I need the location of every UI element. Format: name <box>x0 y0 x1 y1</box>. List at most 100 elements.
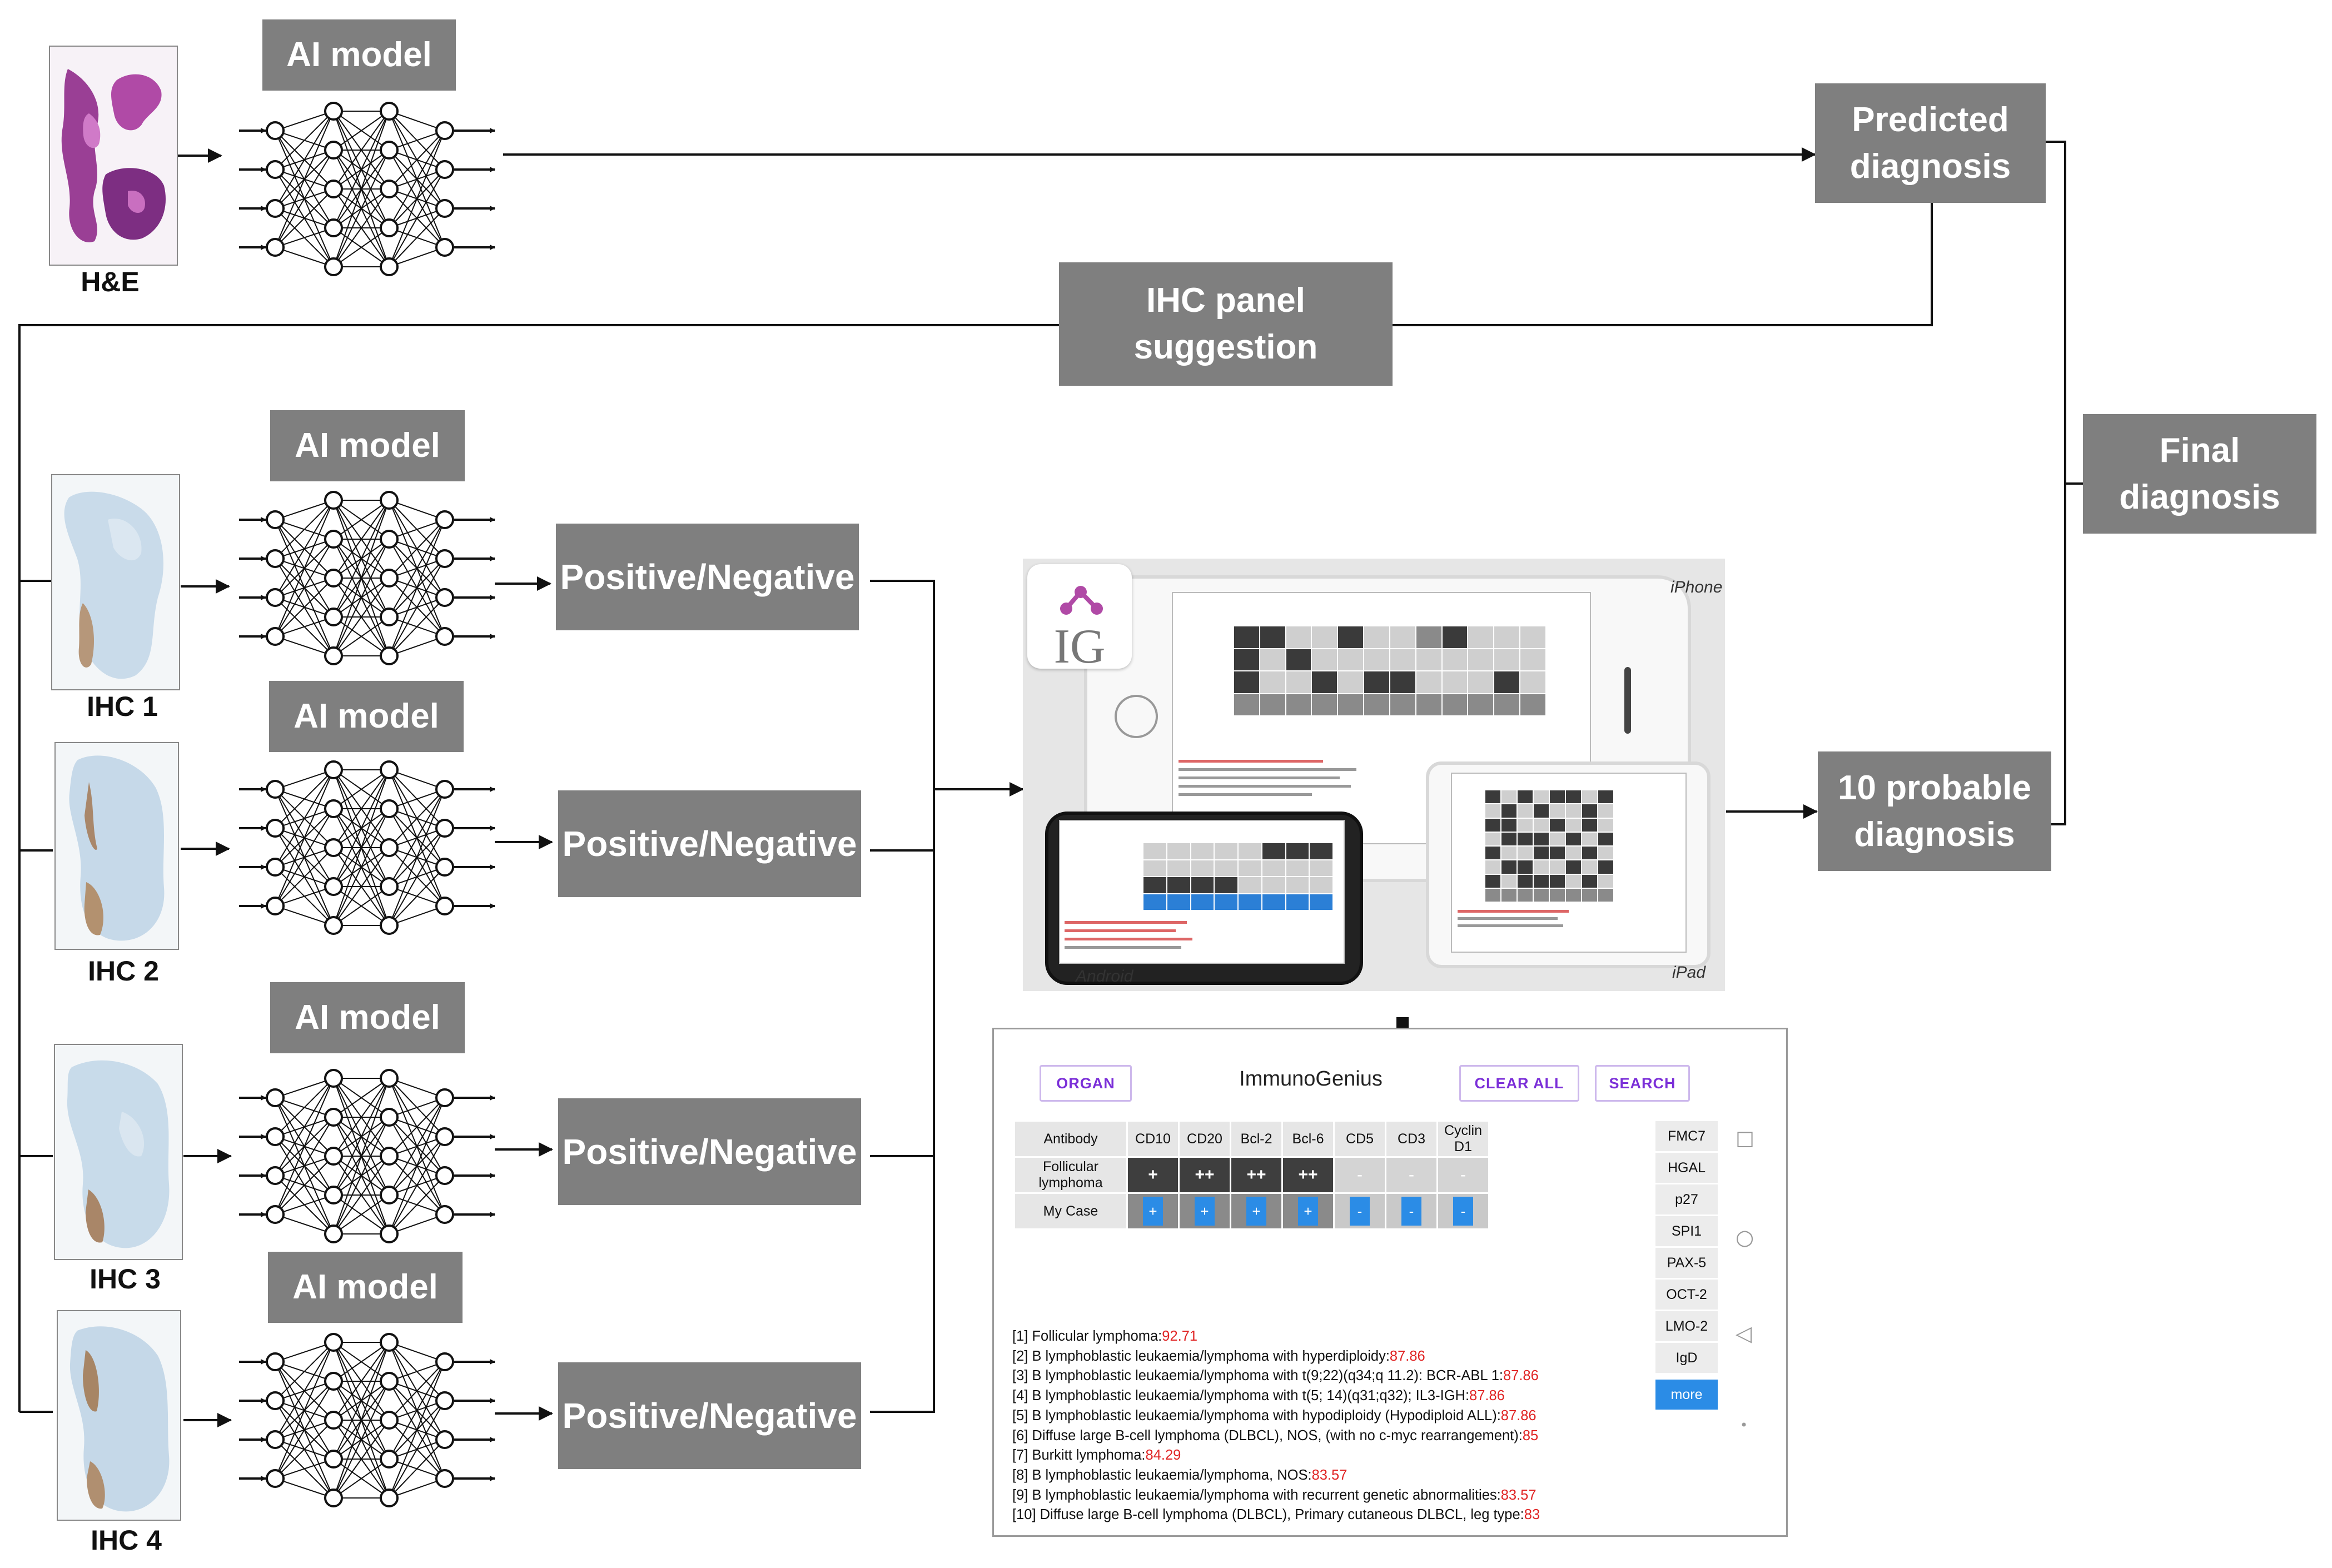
neuron-node <box>435 238 454 257</box>
expression-cell[interactable]: + <box>1128 1158 1178 1192</box>
antibody-item[interactable]: IgD <box>1655 1343 1718 1373</box>
search-button[interactable]: SEARCH <box>1595 1065 1690 1102</box>
neuron-node <box>266 1127 285 1146</box>
result-item[interactable]: [10] Diffuse large B-cell lymphoma (DLBC… <box>1012 1505 1540 1525</box>
neuron-node <box>266 238 285 257</box>
neuron-node <box>266 1391 285 1410</box>
table-header-cell: CD3 <box>1386 1122 1436 1156</box>
antibody-item[interactable]: OCT-2 <box>1655 1280 1718 1310</box>
neuron-node <box>324 1333 343 1352</box>
he-ai-model-label: AI model <box>286 36 432 74</box>
result-item[interactable]: [2] B lymphoblastic leukaemia/lymphoma w… <box>1012 1347 1540 1367</box>
positive-negative-box: Positive/Negative <box>556 524 859 630</box>
expression-cell[interactable]: ++ <box>1180 1158 1230 1192</box>
neuron-node <box>324 877 343 896</box>
neuron-node <box>266 1352 285 1371</box>
result-text: [7] Burkitt lymphoma: <box>1012 1447 1146 1464</box>
neuron-node <box>435 819 454 838</box>
organ-button[interactable]: ORGAN <box>1040 1065 1132 1102</box>
clear-all-button[interactable]: CLEAR ALL <box>1459 1065 1579 1102</box>
neuron-node <box>380 180 399 198</box>
table-row: Follicular lymphoma + ++ ++ ++ - - - <box>1015 1158 1488 1192</box>
my-case-cell[interactable]: - <box>1438 1194 1488 1228</box>
neuron-node <box>380 1108 399 1127</box>
antibody-item[interactable]: SPI1 <box>1655 1216 1718 1246</box>
result-text: [6] Diffuse large B-cell lymphoma (DLBCL… <box>1012 1427 1523 1443</box>
logo-text: IG <box>1053 620 1106 674</box>
neuron-node <box>435 1088 454 1107</box>
my-case-cell[interactable]: - <box>1335 1194 1385 1228</box>
ihc-slide-label: IHC 3 <box>89 1263 161 1295</box>
expression-cell[interactable]: ++ <box>1283 1158 1333 1192</box>
expression-cell[interactable]: ++ <box>1231 1158 1281 1192</box>
expression-cell[interactable]: - <box>1335 1158 1385 1192</box>
my-case-cell[interactable]: + <box>1231 1194 1281 1228</box>
neuron-node <box>324 608 343 626</box>
neuron-node <box>324 530 343 549</box>
result-item[interactable]: [8] B lymphoblastic leukaemia/lymphoma, … <box>1012 1466 1540 1486</box>
result-score: 83 <box>1524 1507 1540 1523</box>
predicted-diagnosis-box: Predicted diagnosis <box>1815 83 2046 203</box>
he-tissue-graphic <box>61 69 166 242</box>
neuron-node <box>380 530 399 549</box>
neuron-node <box>435 160 454 179</box>
neuron-node <box>380 799 399 818</box>
result-item[interactable]: [9] B lymphoblastic leukaemia/lymphoma w… <box>1012 1486 1540 1506</box>
table-header-cell: Antibody <box>1015 1122 1126 1156</box>
neuron-node <box>380 838 399 857</box>
table-header-cell: Bcl-6 <box>1283 1122 1333 1156</box>
neuron-node <box>435 1127 454 1146</box>
result-item[interactable]: [5] B lymphoblastic leukaemia/lymphoma w… <box>1012 1406 1540 1426</box>
neuron-node <box>266 897 285 915</box>
my-case-cell[interactable]: + <box>1283 1194 1333 1228</box>
result-item[interactable]: [3] B lymphoblastic leukaemia/lymphoma w… <box>1012 1366 1540 1386</box>
result-item[interactable]: [6] Diffuse large B-cell lymphoma (DLBCL… <box>1012 1426 1540 1446</box>
ihc-neural-network <box>239 760 495 935</box>
neuron-node <box>266 160 285 179</box>
result-text: [1] Follicular lymphoma: <box>1012 1328 1162 1344</box>
ihc-neural-network <box>239 1333 495 1507</box>
back-icon[interactable]: ◁ <box>1736 1321 1752 1346</box>
neuron-node <box>266 1166 285 1185</box>
table-header-cell: Bcl-2 <box>1231 1122 1281 1156</box>
expression-cell[interactable]: - <box>1438 1158 1488 1192</box>
neuron-node <box>266 588 285 607</box>
antibody-item[interactable]: p27 <box>1655 1184 1718 1214</box>
result-item[interactable]: [7] Burkitt lymphoma:84.29 <box>1012 1446 1540 1466</box>
final-diagnosis-label: Final diagnosis <box>2119 431 2280 516</box>
neuron-node <box>324 838 343 857</box>
table-header-cell: CD20 <box>1180 1122 1230 1156</box>
antibody-item[interactable]: HGAL <box>1655 1153 1718 1183</box>
neuron-node <box>324 916 343 935</box>
my-case-value: + <box>1195 1197 1215 1226</box>
neuron-node <box>380 1224 399 1243</box>
ipad-table-graphic <box>1485 790 1613 902</box>
result-item[interactable]: [4] B lymphoblastic leukaemia/lymphoma w… <box>1012 1386 1540 1406</box>
ihc-slide-label: IHC 4 <box>91 1525 162 1556</box>
more-button[interactable]: more <box>1655 1380 1718 1410</box>
neuron-node <box>324 1224 343 1243</box>
result-text: [3] B lymphoblastic leukaemia/lymphoma w… <box>1012 1368 1503 1384</box>
neuron-node <box>380 646 399 665</box>
antibody-item[interactable]: PAX-5 <box>1655 1248 1718 1278</box>
my-case-cell[interactable]: - <box>1386 1194 1436 1228</box>
table-header-cell: CD10 <box>1128 1122 1178 1156</box>
my-case-cell[interactable]: + <box>1128 1194 1178 1228</box>
neuron-node <box>266 1430 285 1449</box>
antibody-side-list: FMC7 HGAL p27 SPI1 PAX-5 OCT-2 LMO-2 IgD… <box>1655 1121 1718 1411</box>
neuron-node <box>435 549 454 568</box>
recent-apps-icon[interactable]: ☐ <box>1736 1128 1755 1152</box>
result-item[interactable]: [1] Follicular lymphoma:92.71 <box>1012 1327 1540 1347</box>
antibody-item[interactable]: LMO-2 <box>1655 1311 1718 1341</box>
antibody-item[interactable]: FMC7 <box>1655 1121 1718 1151</box>
my-case-cell[interactable]: + <box>1180 1194 1230 1228</box>
ihc-ai-model-label: AI model <box>294 697 439 736</box>
neuron-node <box>435 1205 454 1224</box>
home-icon[interactable]: ○ <box>1736 1225 1754 1250</box>
ihc-ai-model-label: AI model <box>295 998 440 1037</box>
neuron-node <box>380 1186 399 1204</box>
neuron-node <box>435 780 454 799</box>
positive-negative-box: Positive/Negative <box>558 1098 861 1205</box>
expression-cell[interactable]: - <box>1386 1158 1436 1192</box>
ihc-ai-model-label: AI model <box>295 426 440 465</box>
